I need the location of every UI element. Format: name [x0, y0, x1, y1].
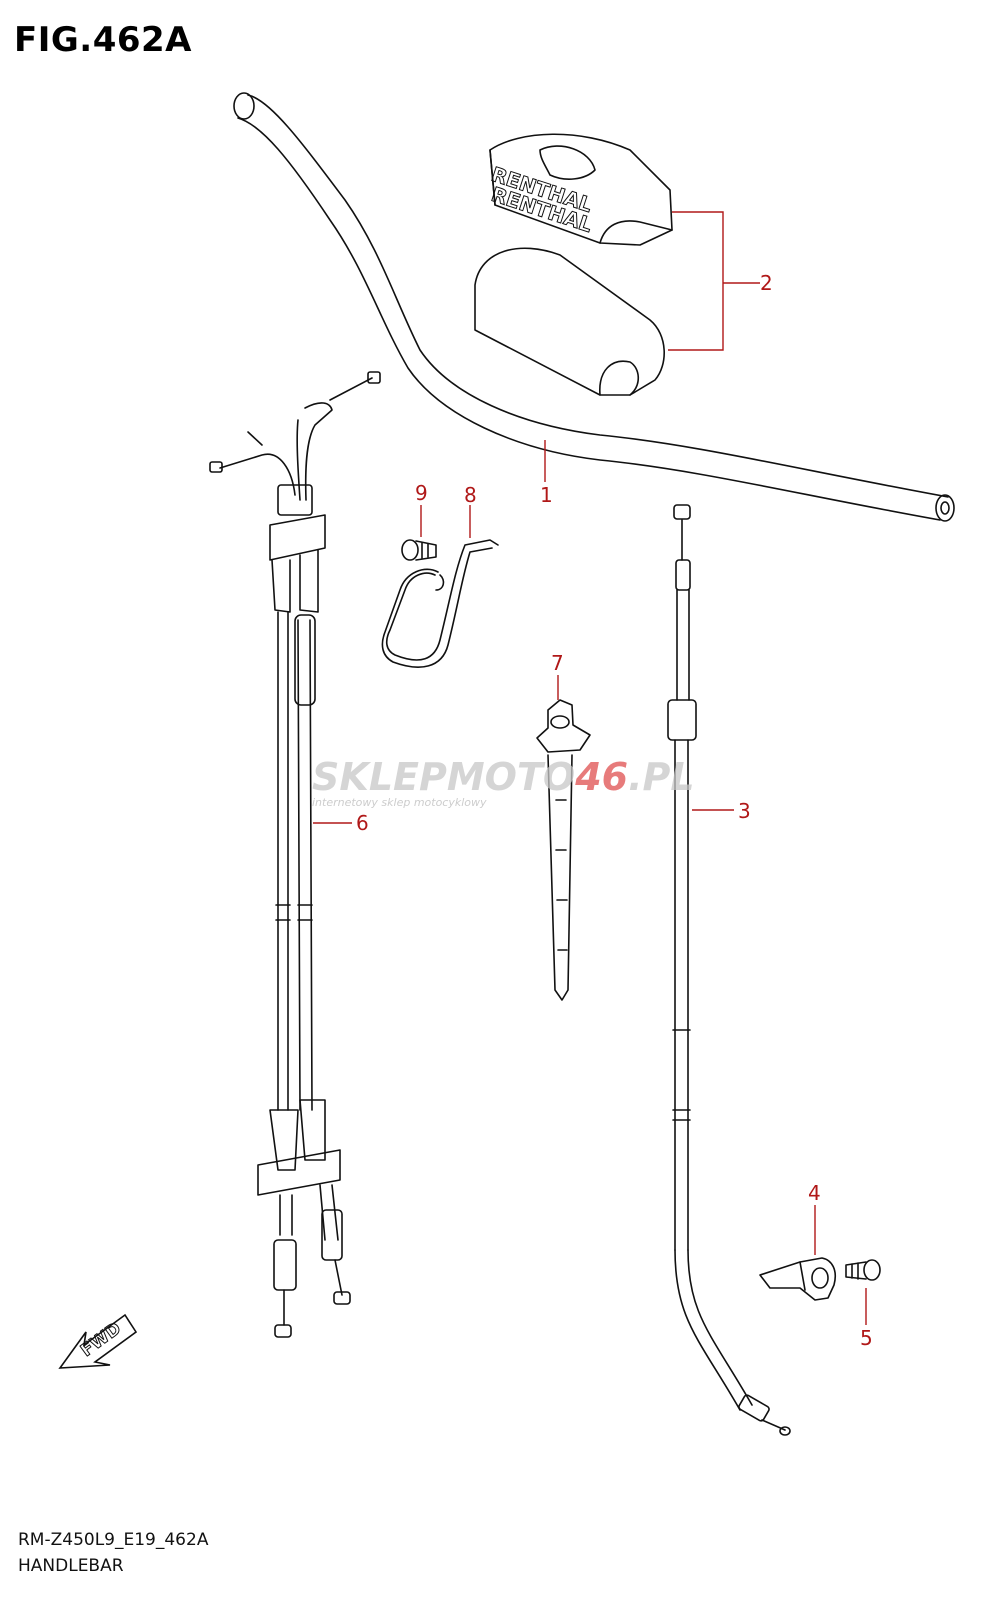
- model-code: RM-Z450L9_E19_462A: [18, 1530, 209, 1550]
- bolt-5-part: [845, 1259, 881, 1325]
- callout-4: 4: [808, 1181, 821, 1205]
- throttle-cable-part: [209, 371, 381, 1338]
- watermark: SKLEPMOTO46.PL internetowy sklep motocyk…: [312, 755, 695, 809]
- callout-6: 6: [356, 811, 369, 835]
- callout-3: 3: [738, 799, 751, 823]
- callout-7: 7: [551, 651, 564, 675]
- bracket-4-part: [759, 1205, 837, 1301]
- watermark-brand-1: SKLEPMOTO: [312, 755, 575, 799]
- bolt-9-part: [401, 505, 437, 561]
- callout-2: 2: [760, 271, 773, 295]
- callout-labels: 1 2 3 4 5 6 7 8 9: [356, 271, 873, 1350]
- cable-guide-part: [381, 505, 499, 668]
- svg-text:SKLEPMOTO46.PL: SKLEPMOTO46.PL: [312, 755, 695, 799]
- callout-5: 5: [860, 1326, 873, 1350]
- handlebar-pad-part: RENTHAL RENTHAL: [474, 133, 760, 396]
- callout-9: 9: [415, 481, 428, 505]
- clutch-cable-part: [667, 504, 791, 1436]
- watermark-tagline: internetowy sklep motocyklowy: [312, 796, 487, 809]
- fwd-arrow: FWD: [58, 1313, 138, 1369]
- watermark-brand-3: .PL: [628, 755, 695, 799]
- figure-title: FIG.462A: [14, 20, 192, 60]
- callout-1: 1: [540, 483, 553, 507]
- fwd-label: FWD: [77, 1319, 125, 1361]
- handlebar-part: [233, 92, 955, 522]
- watermark-brand-2: 46: [574, 755, 628, 799]
- cable-tie-part: [536, 675, 591, 1001]
- section-name: HANDLEBAR: [18, 1556, 124, 1576]
- callout-8: 8: [464, 483, 477, 507]
